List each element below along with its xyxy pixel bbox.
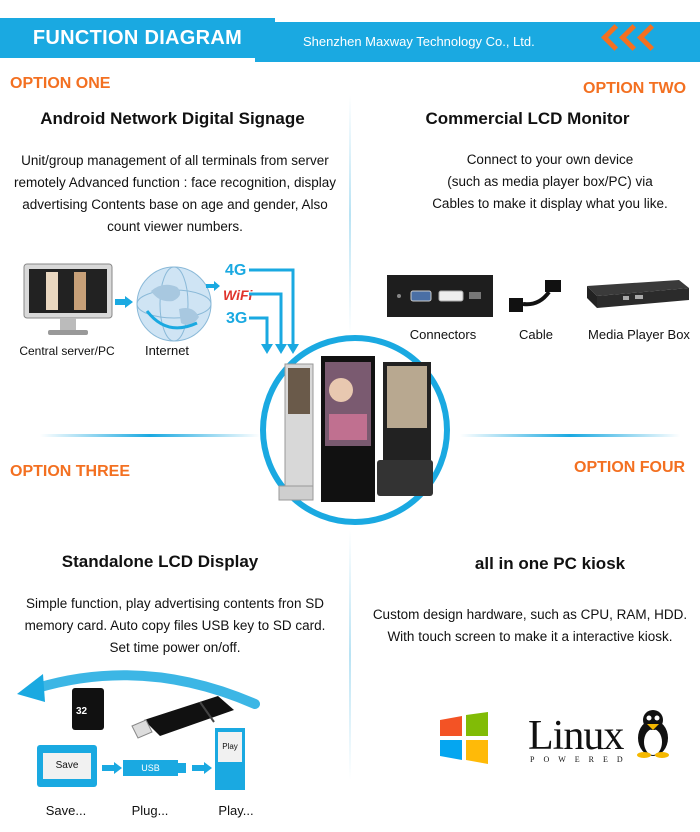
option-three-description: Simple function, play advertising conten…	[24, 596, 326, 655]
linux-powered-text: POWERED	[530, 755, 632, 764]
globe-icon	[133, 263, 215, 345]
network-connector-lines	[245, 262, 305, 359]
chevron-icon	[637, 24, 664, 51]
arrow-right-icon	[102, 761, 122, 779]
divider	[349, 95, 351, 335]
3g-label: 3G	[226, 310, 248, 327]
cable-image	[505, 276, 565, 316]
option-one-description: Unit/group management of all terminals f…	[14, 153, 336, 234]
connectors-caption: Connectors	[409, 327, 477, 342]
step-plug-caption: Plug...	[131, 803, 169, 818]
4g-label: 4G	[225, 262, 247, 279]
arrow-right-icon	[206, 278, 220, 296]
usb-key-icon	[130, 690, 240, 745]
media-player-box-caption: Media Player Box	[588, 327, 690, 342]
divider	[460, 434, 680, 437]
play-kiosk: Play	[215, 728, 245, 790]
arrow-right-icon	[192, 761, 212, 779]
windows-logo-icon	[438, 712, 490, 769]
header-company-bar: Shenzhen Maxway Technology Co., Ltd.	[255, 22, 700, 62]
page-title: FUNCTION DIAGRAM	[0, 18, 275, 58]
kiosk-image	[275, 350, 435, 515]
curved-arrow-icon	[15, 666, 265, 731]
option-three-label: OPTION THREE	[10, 463, 131, 480]
option-one-label: OPTION ONE	[10, 75, 111, 92]
option-four-title: all in one PC kiosk	[474, 554, 626, 573]
option-four-label: OPTION FOUR	[574, 459, 686, 476]
connectors-image	[387, 275, 493, 317]
tux-penguin-icon	[633, 708, 673, 763]
usb-stick: USB	[123, 760, 178, 776]
monitor-icon	[22, 262, 114, 340]
divider	[349, 530, 351, 780]
save-window: Save	[37, 745, 97, 787]
option-four-description: Custom design hardware, such as CPU, RAM…	[372, 607, 688, 644]
option-two-title: Commercial LCD Monitor	[425, 109, 630, 128]
arrow-right-icon	[115, 295, 133, 313]
usb-plug	[178, 763, 186, 773]
divider	[40, 434, 260, 437]
server-caption: Central server/PC	[19, 344, 115, 358]
wifi-label: WiFi	[223, 287, 253, 303]
media-player-box-image	[583, 276, 693, 312]
option-three-title: Standalone LCD Display	[61, 552, 259, 571]
option-one-title: Android Network Digital Signage	[40, 109, 305, 128]
play-screen: Play	[218, 732, 242, 762]
sd-card-icon: 32	[72, 688, 104, 730]
save-button[interactable]: Save	[43, 753, 91, 779]
step-save-caption: Save...	[45, 803, 87, 818]
option-two-label: OPTION TWO	[583, 80, 687, 97]
sd-card-label: 32	[76, 706, 88, 717]
option-two-description: Connect to your own device (such as medi…	[432, 152, 668, 211]
step-play-caption: Play...	[218, 803, 254, 818]
internet-caption: Internet	[144, 343, 190, 358]
cable-caption: Cable	[519, 327, 553, 342]
company-name: Shenzhen Maxway Technology Co., Ltd.	[303, 34, 535, 49]
linux-logo-text: Linux	[528, 713, 624, 759]
